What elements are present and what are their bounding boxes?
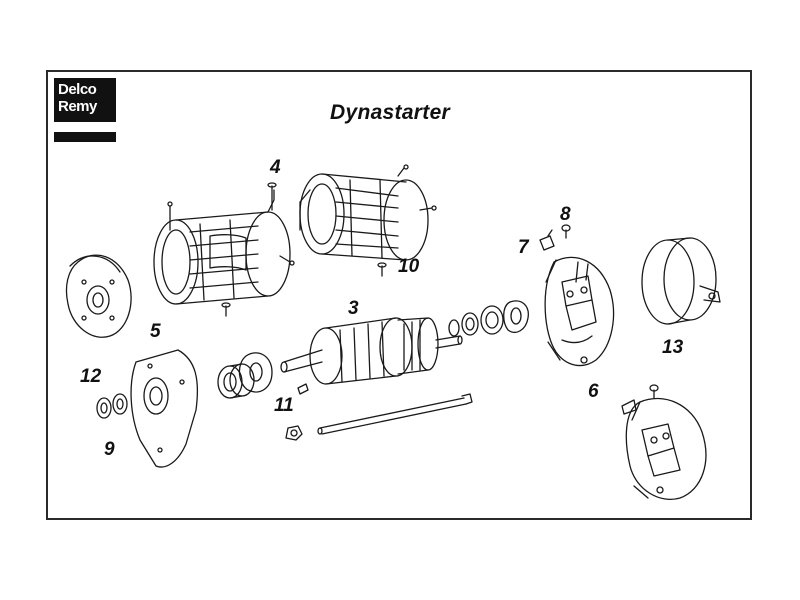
diagram-title: Dynastarter (330, 101, 451, 124)
callout-13: 13 (662, 337, 684, 358)
field-coil-assembly-left (153, 189, 295, 305)
logo-line-2: Remy (58, 98, 97, 115)
terminal-8 (561, 224, 571, 239)
callout-9: 10 (398, 256, 420, 277)
washer-12 (96, 397, 112, 419)
logo-block (54, 78, 116, 122)
commutator-end-housing-6 (544, 256, 615, 367)
armature-3 (280, 317, 463, 385)
callout-7: 7 (518, 237, 529, 258)
bearing-left (217, 363, 255, 399)
bearing-plate-5 (130, 349, 199, 468)
drive-end-plate (65, 254, 132, 338)
callout-6: 6 (588, 381, 599, 402)
field-coil-assembly-right (299, 164, 437, 261)
brush-holder-assembly (621, 384, 707, 500)
callout-4: 4 (270, 157, 281, 178)
screw-9 (377, 262, 387, 277)
callout-5: 5 (150, 321, 161, 342)
callout-10: 9 (104, 439, 115, 460)
delco-remy-logo: Delco Remy (54, 78, 116, 146)
gasket-plate (238, 352, 273, 393)
callout-8: 8 (560, 204, 571, 225)
through-bolt (317, 393, 473, 435)
logo-line-1: Delco (58, 81, 97, 98)
spacer-washers (448, 300, 529, 337)
washer-10 (112, 393, 128, 415)
callout-3: 3 (348, 298, 359, 319)
screw-lower (221, 302, 231, 317)
brush-7 (539, 229, 555, 251)
callout-12: 12 (80, 366, 102, 387)
key-11 (297, 383, 309, 395)
callout-11: 11 (274, 395, 294, 416)
logo-bar (54, 132, 116, 142)
diagram-frame (46, 70, 752, 520)
nut (285, 425, 303, 441)
cover-band-13 (641, 237, 721, 325)
screw-4 (267, 182, 277, 211)
